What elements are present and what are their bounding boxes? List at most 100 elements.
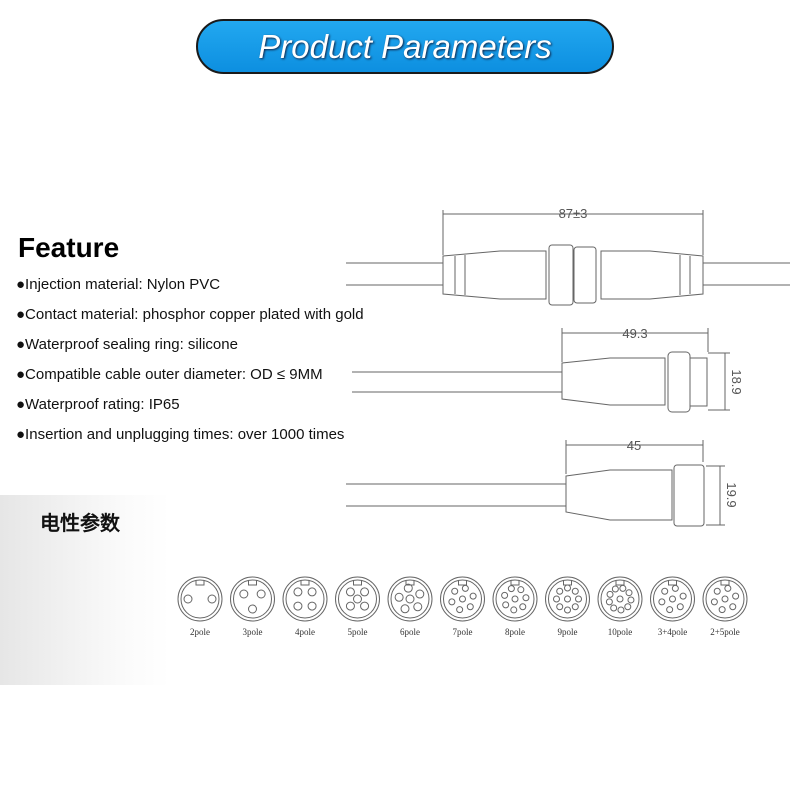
- pole-pin: [676, 603, 684, 611]
- pole-label: 2pole: [190, 627, 210, 637]
- pole-pin: [510, 606, 518, 614]
- pole-pin: [679, 592, 687, 600]
- feature-bullet: ●Waterproof sealing ring: silicone: [16, 336, 238, 353]
- pole-inner-ring: [338, 579, 377, 619]
- pole-pin: [710, 598, 718, 606]
- female-connector-drawing: [346, 440, 725, 527]
- pole-pin: [511, 595, 519, 603]
- feature-bullet: ●Contact material: phosphor copper plate…: [16, 306, 364, 323]
- pole-inner-ring: [600, 579, 640, 619]
- pole-2+5pole: 2+5pole: [702, 576, 748, 637]
- pole-pin: [413, 602, 423, 612]
- pole-pin: [239, 589, 249, 599]
- pole-inner-ring: [285, 579, 325, 619]
- pole-pin: [617, 606, 625, 614]
- male-connector-drawing: [352, 328, 730, 413]
- pole-pin: [611, 585, 619, 593]
- pole-pin: [724, 584, 732, 592]
- banner-title: Product Parameters: [258, 27, 552, 65]
- pole-pin: [625, 589, 633, 597]
- electrical-heading: 电性参数: [40, 513, 120, 535]
- pole-inner-ring: [495, 579, 535, 619]
- pole-pin: [564, 606, 571, 614]
- pole-pin: [556, 587, 564, 595]
- pole-pin: [456, 606, 464, 614]
- pole-pin: [605, 598, 613, 606]
- pole-pin: [345, 601, 355, 611]
- feature-bullet: ●Waterproof rating: IP65: [16, 396, 180, 413]
- pole-key: [248, 580, 257, 586]
- pole-pin: [415, 589, 425, 599]
- pole-pin: [556, 603, 564, 611]
- pole-pin: [624, 603, 632, 611]
- feature-bullet: ●Injection material: Nylon PVC: [16, 276, 221, 293]
- pole-pin: [501, 591, 509, 599]
- pole-label: 2+5pole: [710, 627, 740, 637]
- pole-inner-ring: [390, 579, 430, 619]
- pole-pin: [353, 594, 362, 604]
- pole-pin: [293, 587, 303, 597]
- pole-key: [720, 580, 730, 586]
- pole-pin: [517, 586, 525, 594]
- pole-key: [300, 580, 310, 586]
- pole-outer-ring: [335, 576, 380, 622]
- pole-inner-ring: [705, 579, 745, 619]
- pole-pin: [522, 594, 530, 602]
- female-diameter-label: 19.9: [724, 482, 739, 507]
- pole-pin: [293, 601, 303, 611]
- pole-key: [563, 580, 572, 586]
- pole-pin: [721, 595, 729, 603]
- pole-outer-ring: [440, 576, 485, 622]
- pole-key: [510, 580, 520, 586]
- pole-label: 6pole: [400, 627, 420, 637]
- pole-pin: [713, 587, 721, 595]
- pole-pin: [610, 604, 618, 612]
- background-fade: [0, 495, 170, 685]
- pole-pin: [666, 606, 674, 614]
- pole-pin: [307, 601, 317, 611]
- pole-3pole: 3pole: [230, 576, 275, 637]
- pole-outer-ring: [230, 576, 275, 622]
- pole-label: 9pole: [558, 627, 578, 637]
- male-diameter-label: 18.9: [729, 369, 744, 394]
- pole-outer-ring: [545, 576, 590, 622]
- pole-pin: [405, 594, 415, 604]
- pole-key: [615, 580, 625, 586]
- pole-pin: [519, 603, 527, 611]
- pole-5pole: 5pole: [335, 576, 380, 637]
- pole-pin: [307, 587, 317, 597]
- pole-pin: [575, 595, 582, 603]
- pole-pin: [400, 604, 410, 614]
- pole-key: [195, 580, 205, 586]
- pole-pin: [718, 606, 726, 614]
- pole-pin: [669, 595, 676, 603]
- pole-pin: [732, 592, 740, 600]
- pole-label: 3+4pole: [658, 627, 688, 637]
- pole-9pole: 9pole: [545, 576, 590, 637]
- pole-pin: [207, 594, 217, 604]
- pole-outer-ring: [177, 576, 223, 622]
- pole-6pole: 6pole: [387, 576, 433, 637]
- pole-key: [458, 580, 467, 586]
- pole-inner-ring: [653, 579, 692, 619]
- pole-pin: [459, 595, 466, 603]
- pole-inner-ring: [180, 579, 220, 619]
- pole-8pole: 8pole: [492, 576, 538, 637]
- pole-pin: [619, 584, 627, 592]
- feature-bullet: ●Insertion and unplugging times: over 10…: [16, 426, 345, 443]
- pole-pin: [616, 595, 624, 603]
- pole-outer-ring: [492, 576, 538, 622]
- pole-pin: [564, 584, 571, 592]
- pair-length-label: 87±3: [559, 206, 588, 221]
- pole-label: 5pole: [348, 627, 368, 637]
- pole-outer-ring: [650, 576, 695, 622]
- feature-heading: Feature: [18, 232, 120, 263]
- pole-key: [668, 580, 677, 586]
- pole-pin: [571, 603, 579, 611]
- pole-inner-ring: [548, 579, 587, 619]
- pole-label: 3pole: [243, 627, 263, 637]
- pole-pin: [671, 584, 679, 592]
- pole-pin: [729, 603, 737, 611]
- pole-3+4pole: 3+4pole: [650, 576, 695, 637]
- pole-pin: [469, 592, 477, 600]
